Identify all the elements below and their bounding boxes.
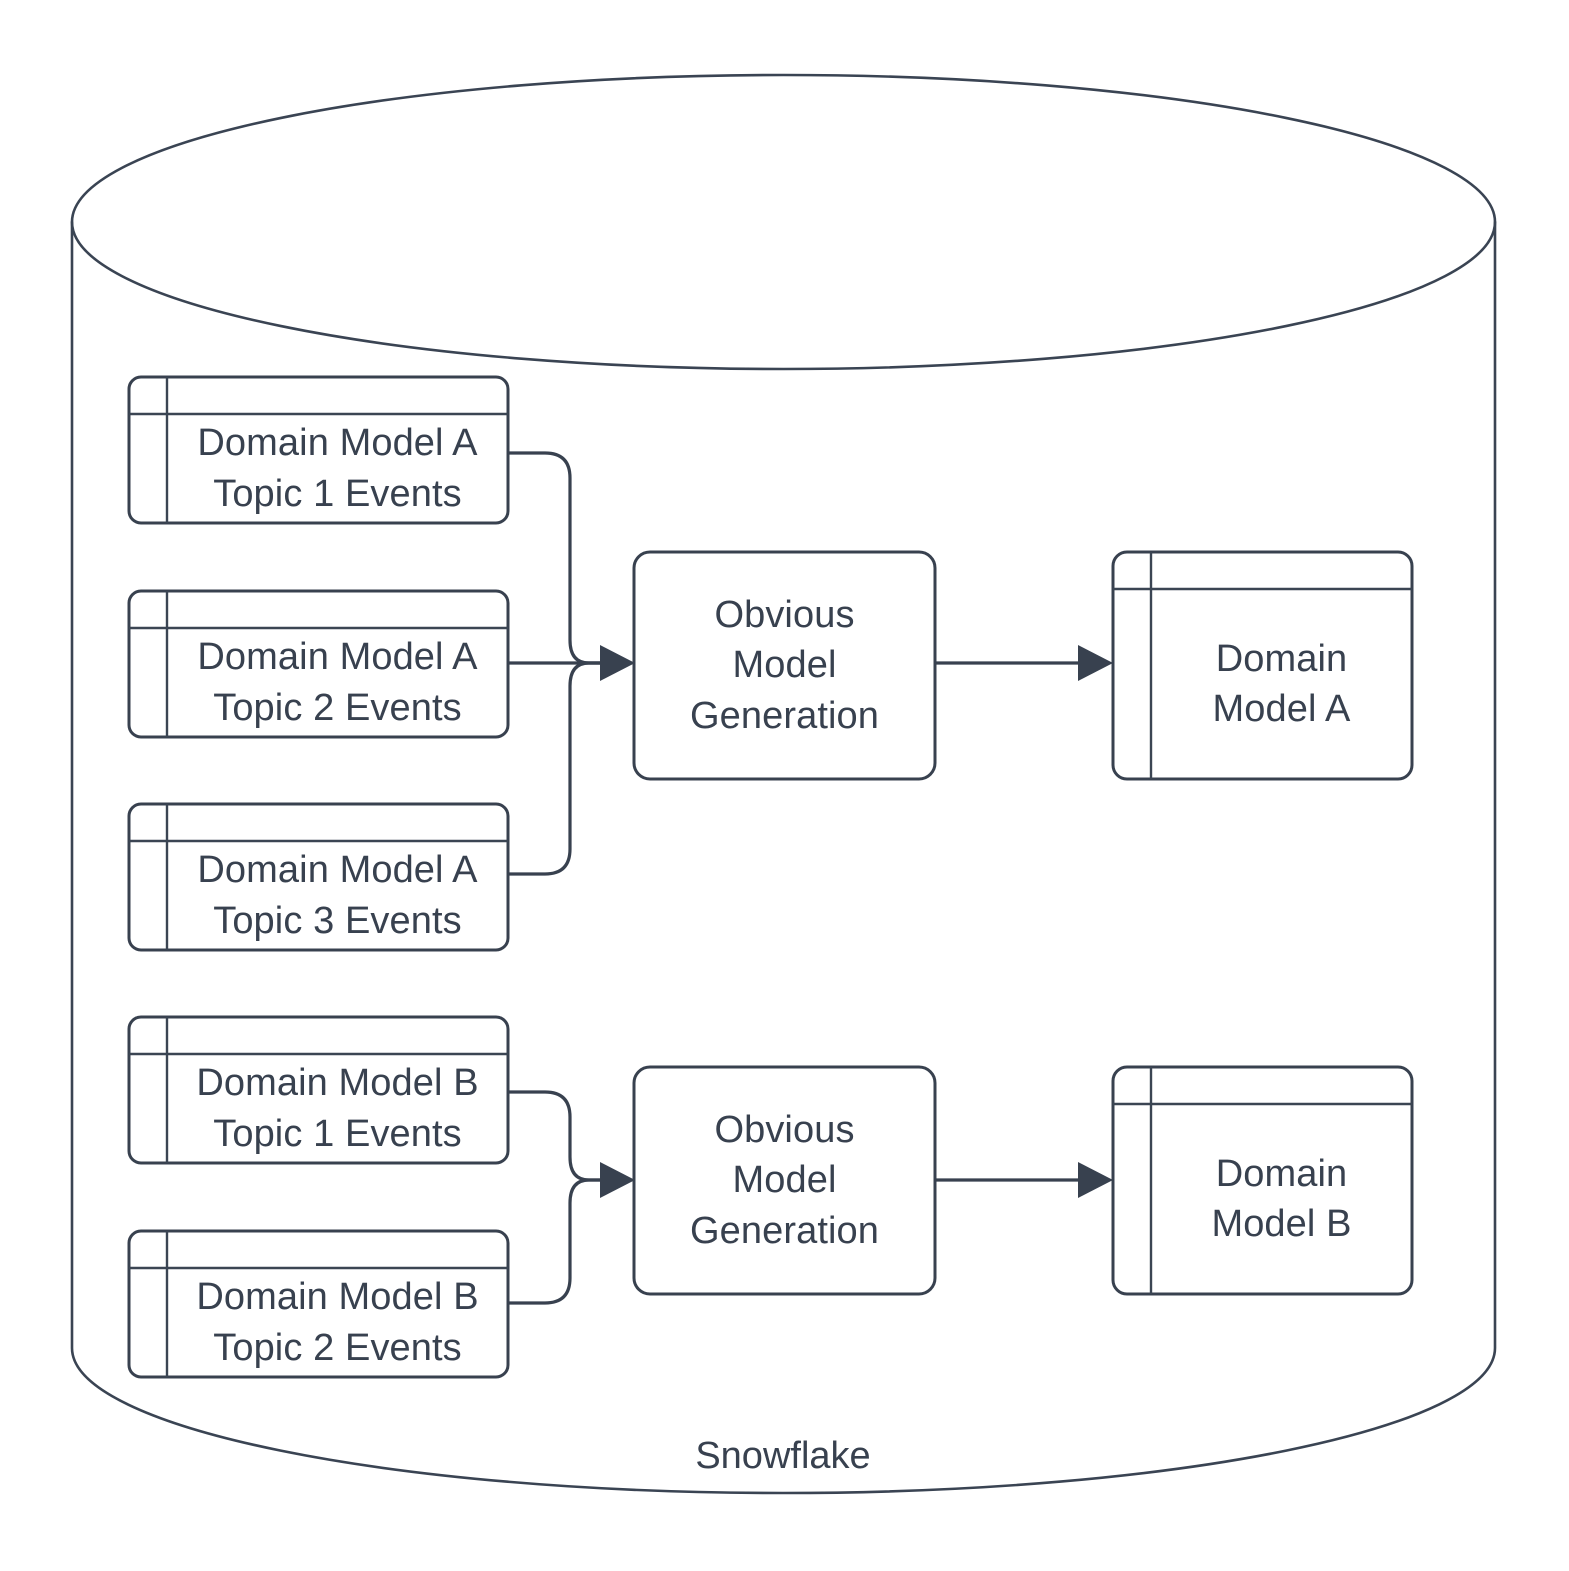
cylinder-body <box>70 220 1497 1495</box>
edge-src-a-topic-3-to-proc-a <box>506 661 606 876</box>
arrowhead-out-a-in <box>1078 645 1113 681</box>
out-b-shape[interactable] <box>1111 1065 1414 1296</box>
edge-src-a-topic-1-to-proc-a <box>506 451 606 665</box>
out-a-shape[interactable] <box>1111 550 1414 781</box>
edge-src-b-topic-2-to-proc-b <box>506 1178 606 1305</box>
proc-b-shape[interactable] <box>632 1065 937 1296</box>
arrowhead-out-b-in <box>1078 1162 1113 1198</box>
src-b-topic-1-shape[interactable] <box>127 1015 510 1165</box>
cylinder-top-ellipse <box>70 73 1497 371</box>
snowflake-label: Snowflake <box>695 1435 871 1477</box>
proc-a-shape[interactable] <box>632 550 937 781</box>
src-a-topic-1-shape[interactable] <box>127 375 510 525</box>
arrowhead-proc-b-in <box>600 1162 635 1198</box>
src-a-topic-3-shape[interactable] <box>127 802 510 952</box>
snowflake-cylinder <box>70 73 1497 1495</box>
src-a-topic-2-shape[interactable] <box>127 589 510 739</box>
src-b-topic-2-shape[interactable] <box>127 1229 510 1379</box>
arrowhead-proc-a-in <box>600 645 635 681</box>
edge-src-b-topic-1-to-proc-b <box>506 1090 606 1182</box>
